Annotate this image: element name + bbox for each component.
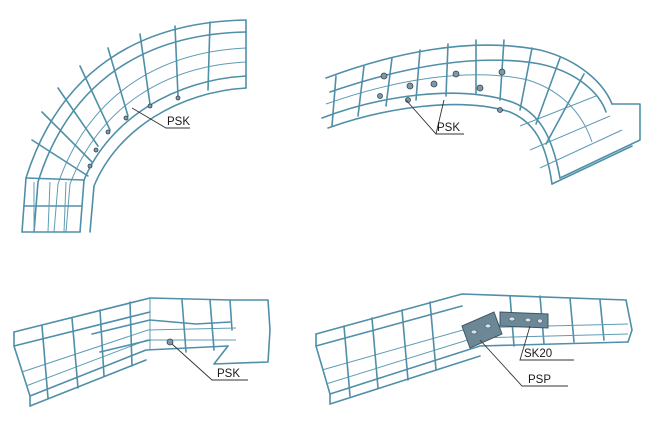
curved-tray-drawing: [321, 39, 641, 185]
clip-icon: [147, 103, 153, 109]
clip-icon: [377, 93, 383, 99]
callout-leader: [131, 107, 190, 129]
clip-icon: [123, 115, 129, 121]
callout-label: PSK: [167, 116, 190, 128]
clip-icon: [430, 80, 438, 88]
sk20-plate: [499, 311, 549, 329]
clip-icon: [498, 68, 506, 76]
clip-icon: [87, 163, 93, 169]
callout-label: SK20: [524, 348, 552, 360]
callout-leader: [519, 325, 574, 361]
corner-tray-drawing: [315, 293, 633, 405]
clip-icon: [166, 338, 174, 346]
panel-bottom-right: SK20 PSP: [315, 293, 633, 405]
callout-leader: [435, 99, 445, 135]
callout-label: PSP: [528, 374, 551, 386]
clip-icon: [93, 147, 99, 153]
panel-bottom-left: PSK: [13, 297, 271, 407]
clip-icon: [105, 129, 111, 135]
panel-top-left: PSK: [21, 19, 247, 233]
clip-icon: [497, 107, 503, 113]
corner-tray-drawing: [13, 297, 271, 407]
clip-icon: [406, 82, 414, 90]
clip-icon: [380, 72, 388, 80]
clip-icon: [452, 70, 460, 78]
clip-icon: [476, 84, 484, 92]
curved-tray-drawing: [21, 19, 247, 233]
psp-plate: [461, 311, 503, 349]
callout-label: PSK: [217, 368, 240, 380]
callout-label: PSK: [437, 122, 460, 134]
panel-top-right: PSK: [321, 39, 641, 185]
clip-icon: [175, 95, 181, 101]
callout-leader: [171, 343, 248, 381]
callout-leader: [479, 339, 568, 387]
